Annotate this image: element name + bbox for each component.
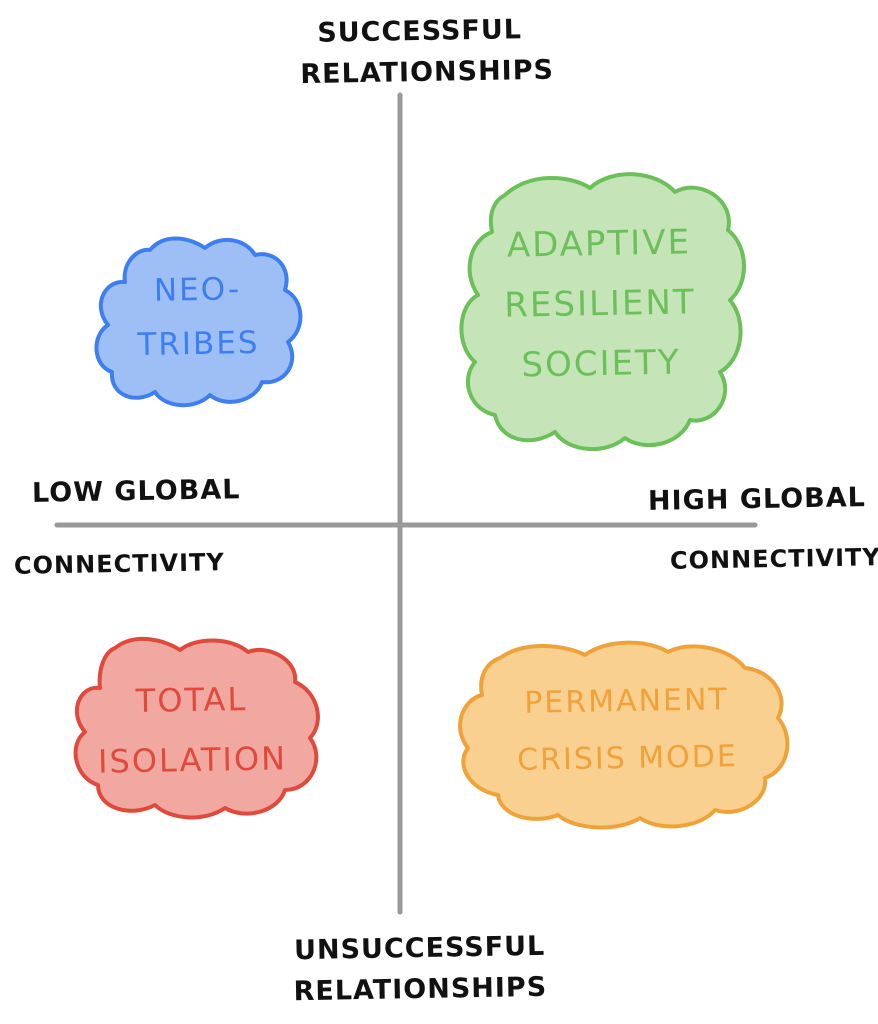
- right-axis-label-line1: High global: [647, 482, 867, 517]
- permanent-crisis-label-line1: Permanent: [523, 682, 730, 721]
- adaptive-label-line3: society: [521, 342, 681, 386]
- top-axis-label-line1: Successful: [317, 14, 523, 49]
- total-isolation-label-line1: Total: [135, 680, 248, 720]
- neo-tribes-label-line1: Neo-: [153, 271, 242, 309]
- bottom-axis-label-line1: Unsuccessful: [293, 930, 546, 967]
- adaptive-label-line2: resilient: [503, 282, 697, 326]
- bottom-axis-label: Unsuccessful relationships: [289, 930, 550, 1008]
- top-axis-label: Successful relationships: [299, 14, 555, 91]
- total-isolation-cloud: [73, 636, 320, 820]
- total-isolation-label: Total isolation: [91, 678, 293, 783]
- permanent-crisis-mode-label: Permanent crisis mode: [491, 680, 763, 781]
- top-axis-label-line2: relationships: [300, 54, 555, 91]
- left-axis-label-line1: Low global: [31, 474, 241, 509]
- neo-tribes-cloud: [94, 236, 303, 408]
- adaptive-label-line1: Adaptive: [506, 222, 692, 266]
- left-axis-label-line2: connectivity: [13, 548, 225, 580]
- total-isolation-label-line2: isolation: [97, 738, 288, 781]
- permanent-crisis-label-line2: crisis mode: [516, 739, 739, 778]
- right-axis-label-line2: connectivity: [669, 543, 878, 575]
- adaptive-resilient-society-cloud: [459, 172, 746, 451]
- permanent-crisis-mode-cloud: [458, 640, 790, 830]
- adaptive-resilient-society-label: Adaptive resilient society: [489, 220, 712, 388]
- bottom-axis-label-line2: relationships: [293, 971, 548, 1008]
- neo-tribes-label-line2: tribes: [137, 325, 260, 364]
- neo-tribes-label: Neo- tribes: [117, 269, 279, 366]
